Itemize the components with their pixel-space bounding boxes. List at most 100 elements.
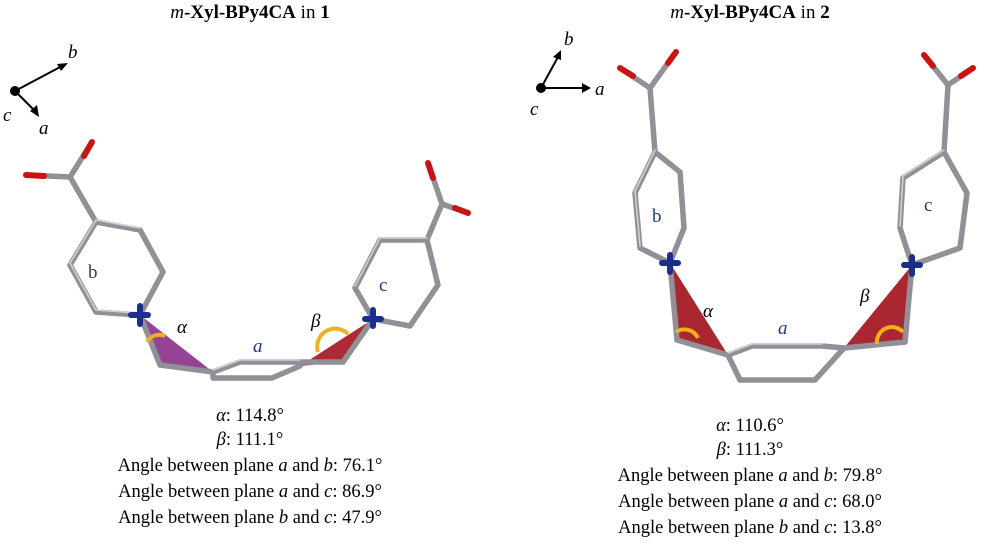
angle-arc-beta	[315, 326, 350, 353]
title-in: in	[795, 2, 821, 23]
plane-value: : 79.8°	[832, 466, 883, 486]
alpha-value: : 114.8°	[225, 406, 284, 426]
axis-label-b: b	[68, 42, 78, 63]
title-in: in	[295, 2, 321, 23]
axis-b-arrow	[553, 50, 561, 60]
axis-label-a: a	[595, 79, 605, 100]
plane-2: c	[824, 518, 833, 538]
axis-b-arrow	[57, 63, 68, 71]
angle-arc-alpha	[145, 332, 166, 344]
angle-label-beta: β	[310, 311, 321, 332]
axis-label-c: c	[530, 99, 539, 120]
angle-label-alpha: α	[703, 301, 714, 322]
caption-alpha: α: 114.8°	[0, 404, 500, 428]
oxygen-atoms	[23, 139, 471, 216]
ring-label-b: b	[88, 262, 98, 283]
plane-prefix: Angle between plane	[118, 482, 279, 502]
caption-beta: β: 111.1°	[0, 428, 500, 452]
beta-symbol: β	[716, 440, 726, 460]
alpha-symbol: α	[716, 416, 726, 436]
caption-plane-bc: Angle between plane b and c: 47.9°	[0, 506, 500, 530]
axis-triad: b a c	[530, 29, 605, 120]
ring-label-a: a	[778, 318, 788, 339]
plane-prefix: Angle between plane	[118, 508, 279, 528]
oxygen-atoms	[617, 49, 976, 79]
ring-label-c: c	[379, 275, 387, 296]
plane-2: c	[324, 508, 333, 528]
ring-label-c: c	[924, 195, 932, 216]
panel-compound-1: m-Xyl-BPy4CA in 1 b c a	[0, 2, 500, 530]
ring-label-a: a	[253, 336, 263, 357]
plane-and: and	[288, 508, 325, 528]
caption-plane-ac: Angle between plane a and c: 68.0°	[500, 490, 1000, 514]
beta-value: : 111.3°	[725, 440, 784, 460]
panel-title: m-Xyl-BPy4CA in 2	[500, 2, 1000, 24]
angle-label-alpha: α	[177, 317, 188, 338]
title-prefix: m	[170, 2, 185, 23]
plane-prefix: Angle between plane	[618, 492, 779, 512]
plane-1: a	[278, 482, 289, 502]
caption-alpha: α: 110.6°	[500, 414, 1000, 438]
molecule-diagram: b c a	[3, 42, 471, 381]
plane-1: a	[778, 466, 788, 486]
plane-and: and	[788, 518, 825, 538]
plane-1: b	[278, 508, 289, 528]
axis-triad: b c a	[3, 42, 78, 139]
axis-b-line	[540, 56, 559, 89]
carbon-highlight	[69, 219, 428, 371]
caption-plane-ab: Angle between plane a and b: 79.8°	[500, 464, 1000, 488]
angle-label-beta: β	[859, 286, 870, 307]
beta-value: : 111.1°	[225, 430, 284, 450]
caption-plane-ab: Angle between plane a and b: 76.1°	[0, 454, 500, 478]
title-compound: -Xyl-BPy4CA	[684, 2, 796, 23]
axis-label-c: c	[3, 105, 12, 126]
caption: α: 114.8° β: 111.1° Angle between plane …	[0, 404, 500, 530]
alpha-symbol: α	[216, 406, 226, 426]
plane-value: : 13.8°	[832, 518, 882, 538]
plane-and: and	[787, 466, 824, 486]
plane-value: : 47.9°	[332, 508, 382, 528]
caption-beta: β: 111.3°	[500, 438, 1000, 462]
caption: α: 110.6° β: 111.3° Angle between plane …	[500, 414, 1000, 540]
caption-plane-ac: Angle between plane a and c: 86.9°	[0, 480, 500, 504]
plane-prefix: Angle between plane	[117, 456, 279, 476]
plane-2: c	[824, 492, 833, 512]
plane-1: a	[278, 456, 288, 476]
axis-label-b: b	[564, 29, 574, 50]
plane-value: : 76.1°	[332, 456, 383, 476]
carbon-highlight	[634, 149, 945, 354]
molecule-diagram: b a c	[530, 29, 976, 383]
plane-1: b	[778, 518, 789, 538]
title-compound: -Xyl-BPy4CA	[184, 2, 296, 23]
plane-and: and	[788, 492, 825, 512]
angle-arc-beta	[874, 325, 905, 345]
plane-value: : 86.9°	[332, 482, 382, 502]
nitrogen-atoms	[128, 303, 384, 329]
axis-a-line	[14, 90, 36, 112]
axis-label-a: a	[39, 118, 49, 139]
carbon-skeleton	[617, 49, 976, 383]
panel-compound-2: m-Xyl-BPy4CA in 2 b a c	[500, 0, 1000, 546]
panel-title: m-Xyl-BPy4CA in 1	[0, 2, 500, 24]
title-number: 1	[320, 2, 330, 23]
alpha-value: : 110.6°	[725, 416, 784, 436]
title-prefix: m	[670, 2, 685, 23]
nitrogen-atoms	[659, 252, 923, 277]
plane-2: b	[823, 466, 833, 486]
plane-prefix: Angle between plane	[618, 518, 779, 538]
plane-2: b	[323, 456, 333, 476]
angle-arc-alpha	[674, 327, 700, 340]
plane-2: c	[324, 482, 333, 502]
plane-prefix: Angle between plane	[617, 466, 779, 486]
carbon-skeleton	[23, 139, 471, 381]
caption-plane-bc: Angle between plane b and c: 13.8°	[500, 516, 1000, 540]
ring-label-b: b	[652, 206, 662, 227]
plane-value: : 68.0°	[832, 492, 882, 512]
plane-beta	[300, 319, 373, 366]
beta-symbol: β	[216, 430, 226, 450]
axis-a-arrow	[30, 105, 39, 117]
axis-b-line	[14, 65, 63, 92]
plane-1: a	[778, 492, 789, 512]
plane-and: and	[287, 456, 324, 476]
title-number: 2	[820, 2, 830, 23]
